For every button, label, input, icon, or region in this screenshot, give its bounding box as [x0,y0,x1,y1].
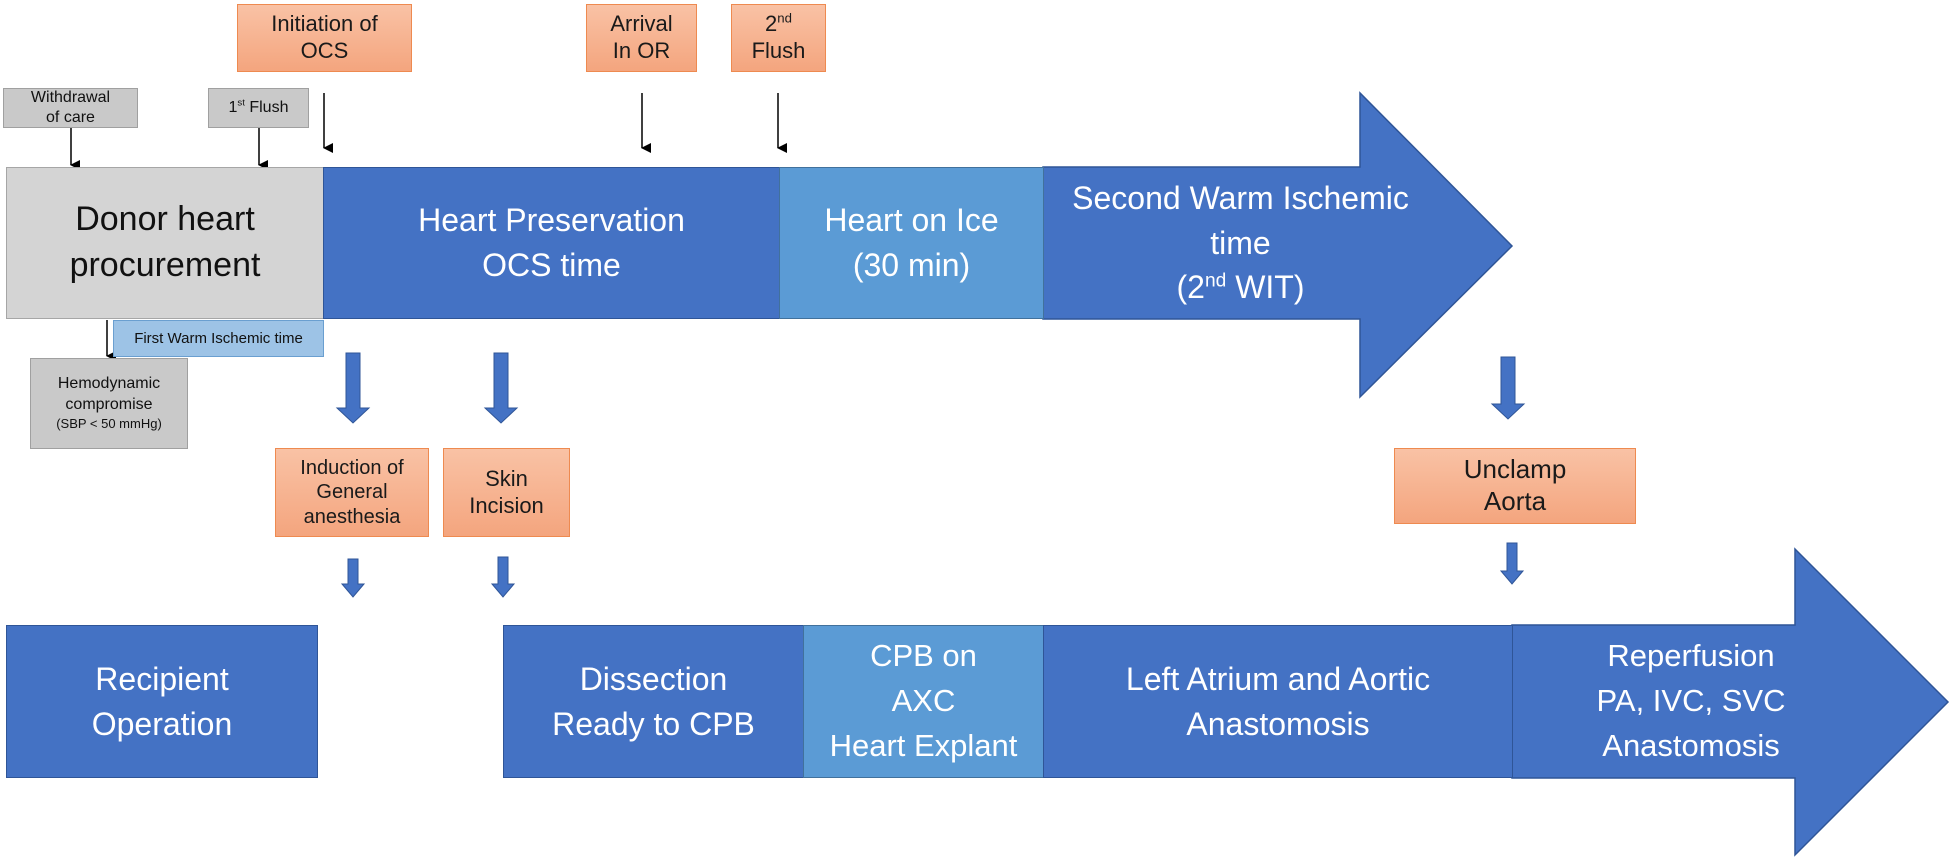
second-flush-label: Flush [751,38,806,63]
induction-to-recipient-arrow [340,558,366,598]
withdrawal-box: Withdrawal of care [3,88,138,128]
left-atrium-line2: Anastomosis [1186,705,1370,742]
hemodynamic-line3: (SBP < 50 mmHg) [56,415,162,431]
left-atrium-box: Left Atrium and Aortic Anastomosis [1043,625,1513,778]
reperfusion-arrow-shape [1511,547,1950,857]
initiation-ocs-line2: OCS [300,38,349,63]
hemodynamic-line2: compromise [65,396,153,414]
donor-line1: Donor heart [75,200,255,239]
induction-down-arrow [335,352,371,424]
first-wit-label: First Warm Ischemic time [113,320,324,357]
second-wit-label: Second Warm Ischemic time (2nd WIT) [1043,167,1438,319]
ice-line2: (30 min) [852,247,971,283]
unclamp-line1: Unclamp [1463,454,1567,485]
heart-preservation-box: Heart Preservation OCS time [323,167,780,319]
cpb-box: CPB on AXC Heart Explant [803,625,1044,778]
preservation-line1: Heart Preservation [418,202,685,239]
ice-line1: Heart on Ice [824,202,999,239]
unclamp-to-reperfusion-arrow [1499,542,1525,585]
reperfusion-line3: Anastomosis [1602,727,1780,763]
preservation-line2: OCS time [482,247,621,283]
cpb-line1: CPB on [870,638,977,674]
arrival-or-line2: In OR [612,38,671,63]
second-flush-box: 2nd Flush [731,4,826,72]
arrival-or-box: Arrival In OR [586,4,697,72]
dissection-line2: Ready to CPB [552,705,755,742]
skin-down-arrow [483,352,519,424]
cpb-line2: AXC [891,683,956,719]
skin-line1: Skin [485,465,528,491]
initiation-ocs-line1: Initiation of [271,11,378,37]
reperfusion-line2: PA, IVC, SVC [1596,683,1786,719]
second-wit-line2: time [1210,224,1271,261]
withdrawal-line2: of care [46,109,95,126]
skin-line2: Incision [469,492,544,518]
unclamp-aorta-box: Unclamp Aorta [1394,448,1636,524]
unclamp-line2: Aorta [1483,486,1547,516]
dissection-box: Dissection Ready to CPB [503,625,804,778]
second-wit-line1: Second Warm Ischemic [1072,179,1409,216]
unclamp-down-arrow [1490,356,1526,420]
dissection-line1: Dissection [579,660,728,697]
induction-box: Induction of General anesthesia [275,448,429,537]
second-flush-number: 2nd [765,10,792,37]
cpb-line3: Heart Explant [829,727,1018,763]
induction-line1: Induction of [300,456,404,479]
hemodynamic-line1: Hemodynamic [57,375,161,393]
donor-line2: procurement [69,246,261,284]
second-wit-arrow-shape [1042,91,1514,399]
recipient-operation-box: Recipient Operation [6,625,318,778]
heart-on-ice-box: Heart on Ice (30 min) [779,167,1044,319]
arrival-or-line1: Arrival [610,11,673,37]
skin-to-dissection-arrow [490,556,516,598]
induction-line2: General [316,481,388,504]
recipient-line2: Operation [91,705,233,742]
initiation-ocs-box: Initiation of OCS [237,4,412,72]
withdrawal-line1: Withdrawal [30,89,111,107]
recipient-line1: Recipient [95,660,229,697]
reperfusion-line1: Reperfusion [1607,638,1775,674]
first-flush-label: 1st Flush [228,97,289,117]
skin-incision-box: Skin Incision [443,448,570,537]
induction-line3: anesthesia [303,505,401,528]
donor-procurement-box: Donor heart procurement [6,167,324,319]
second-wit-line3: (2nd WIT) [1176,269,1305,306]
first-flush-box: 1st Flush [208,88,309,128]
reperfusion-label: Reperfusion PA, IVC, SVC Anastomosis [1512,625,1870,778]
hemodynamic-box: Hemodynamic compromise (SBP < 50 mmHg) [30,358,188,449]
left-atrium-line1: Left Atrium and Aortic [1125,660,1431,697]
